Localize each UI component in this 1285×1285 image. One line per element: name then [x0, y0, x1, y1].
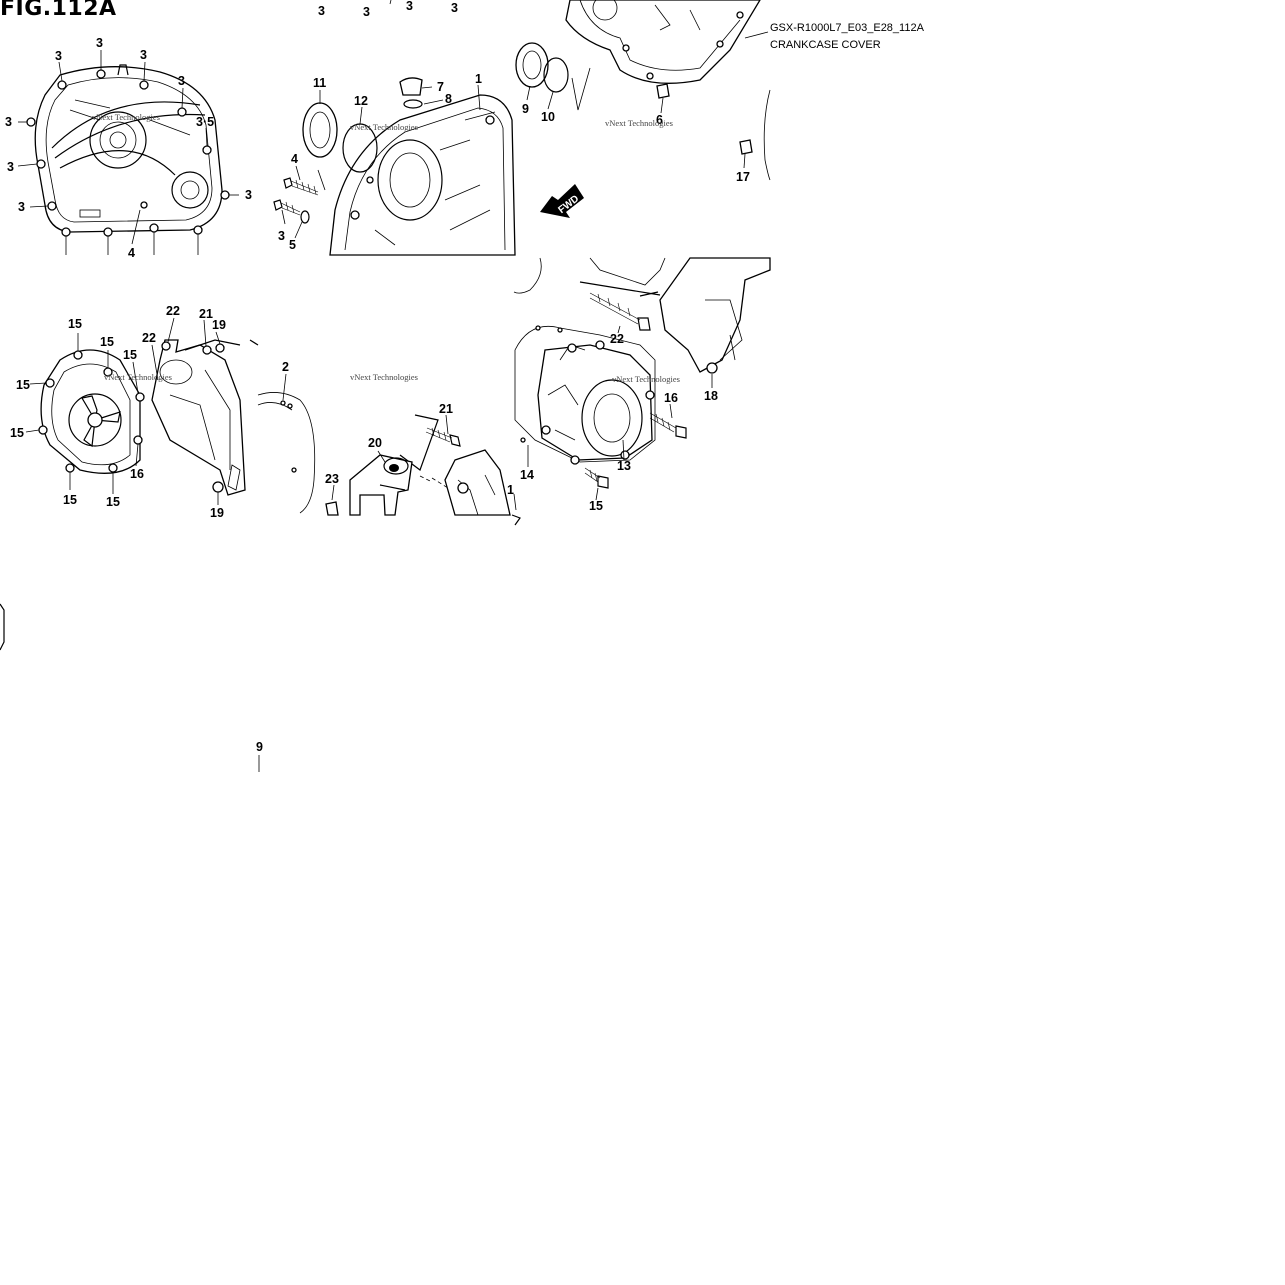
callout-17: 17 [736, 170, 750, 184]
watermark-text: vNext Technologies [605, 118, 673, 128]
callout-15: 15 [100, 335, 114, 349]
callout-22: 22 [610, 332, 624, 346]
dowel-6 [656, 83, 670, 99]
bolt-16-right [649, 412, 687, 439]
callout-14: 14 [520, 468, 534, 482]
dowel-17 [739, 139, 753, 155]
callout-22: 22 [166, 304, 180, 318]
callout-20: 20 [368, 436, 382, 450]
clutch-cover-inner-edge [45, 77, 213, 223]
oil-seal-9 [515, 42, 549, 88]
callout-3: 3 [363, 5, 370, 19]
callout-3: 3 [55, 49, 62, 63]
clutch-cover-inspection-boss [171, 171, 209, 209]
callout-15: 15 [68, 317, 82, 331]
callout-3: 3 [406, 0, 413, 13]
callout-15: 15 [123, 348, 137, 362]
callout-7: 7 [437, 80, 444, 94]
case-partial-upper [565, 0, 761, 84]
plug-7 [399, 77, 423, 96]
callout-3: 3 [18, 200, 25, 214]
watermark-text: vNext Technologies [350, 122, 418, 132]
fwd-arrow-icon: FWD [540, 184, 584, 218]
callout-15: 15 [106, 495, 120, 509]
watermark-text: vNext Technologies [104, 372, 172, 382]
callout-15: 15 [589, 499, 603, 513]
callout-19: 19 [212, 318, 226, 332]
callout-9: 9 [256, 740, 263, 754]
panel-crankcase-cover-seals: 11 12 7 8 1 4 3 5 vNext Technologies [273, 72, 516, 256]
callout-3: 3 [178, 74, 185, 88]
panel-top-edge-callouts: 3 3 3 3 [318, 0, 458, 19]
callout-3-5: 3·5 [196, 115, 214, 129]
panel-generator-cover: 15 15 15 15 15 15 15 16 22 22 21 19 19 2… [10, 304, 316, 520]
callout-1: 1 [475, 72, 482, 86]
callout-15: 15 [63, 493, 77, 507]
bolt-21-center [425, 427, 461, 447]
panel-clutch-cover: 3 3 3 3 3·5 3 3 3 3 4 vNext Technologies [5, 36, 252, 260]
callout-8: 8 [445, 92, 452, 106]
callout-11: 11 [313, 76, 326, 90]
bolt-22-right [589, 292, 651, 331]
callout-19: 19 [210, 506, 224, 520]
model-code-label: GSX-R1000L7_E03_E28_112A [770, 22, 924, 34]
watermark-text: vNext Technologies [350, 372, 418, 382]
callout-16: 16 [664, 391, 678, 405]
panel-seals-dowels: 9 10 6 17 vNext Technologies FWD [515, 0, 771, 218]
callout-21: 21 [439, 402, 453, 416]
bolt-3-lower [273, 199, 310, 224]
callout-3: 3 [318, 4, 325, 18]
panel-generator-assembly: 22 18 16 13 14 15 vNext Technologies [513, 257, 771, 513]
watermark-text: vNext Technologies [612, 374, 680, 384]
o-ring-10 [543, 57, 569, 93]
callout-3: 3 [245, 188, 252, 202]
callout-15: 15 [16, 378, 30, 392]
o-ring-8 [403, 99, 423, 109]
callout-3: 3 [451, 1, 458, 15]
bracket-partial [444, 449, 511, 516]
panel-lower-fragments: 9 [0, 603, 263, 772]
watermark-text: vNext Technologies [92, 112, 160, 122]
clutch-cover-body [34, 66, 223, 233]
callout-4: 4 [291, 152, 298, 166]
clutch-cover-boss [89, 111, 147, 169]
callout-15: 15 [10, 426, 24, 440]
callout-18: 18 [704, 389, 718, 403]
callout-9: 9 [522, 102, 529, 116]
callout-2: 2 [282, 360, 289, 374]
callout-1: 1 [507, 483, 514, 497]
callout-5: 5 [289, 238, 296, 252]
callout-3: 3 [7, 160, 14, 174]
dowel-23 [325, 501, 339, 516]
callout-3: 3 [278, 229, 285, 243]
callout-6: 6 [656, 113, 663, 127]
callout-3: 3 [140, 48, 147, 62]
figure-name-label: CRANKCASE COVER [770, 39, 881, 51]
fragment-edge [0, 603, 5, 651]
generator-bracket-18 [659, 257, 771, 373]
clutch-cover-bolt-holes [26, 69, 230, 237]
bolt-4-upper [283, 177, 319, 196]
callout-4: 4 [128, 246, 135, 260]
panel-bracket-bolts: 21 20 23 1 vNext Technologies [325, 372, 521, 526]
callout-22: 22 [142, 331, 156, 345]
callout-3: 3 [5, 115, 12, 129]
callout-21: 21 [199, 307, 213, 321]
figure-title: FIG.112A [0, 0, 117, 21]
callout-10: 10 [541, 110, 555, 124]
callout-3: 3 [96, 36, 103, 50]
callout-16: 16 [130, 467, 144, 481]
crankcase-cover-body [329, 94, 516, 256]
generator-cover-bolt-holes [38, 350, 145, 473]
oil-seal-11 [302, 102, 338, 158]
callout-13: 13 [617, 459, 631, 473]
gasket-2 [257, 392, 316, 514]
callout-12: 12 [354, 94, 368, 108]
callout-23: 23 [325, 472, 339, 486]
bolt-15-right [584, 467, 609, 489]
generator-cover-gasket [151, 339, 246, 496]
